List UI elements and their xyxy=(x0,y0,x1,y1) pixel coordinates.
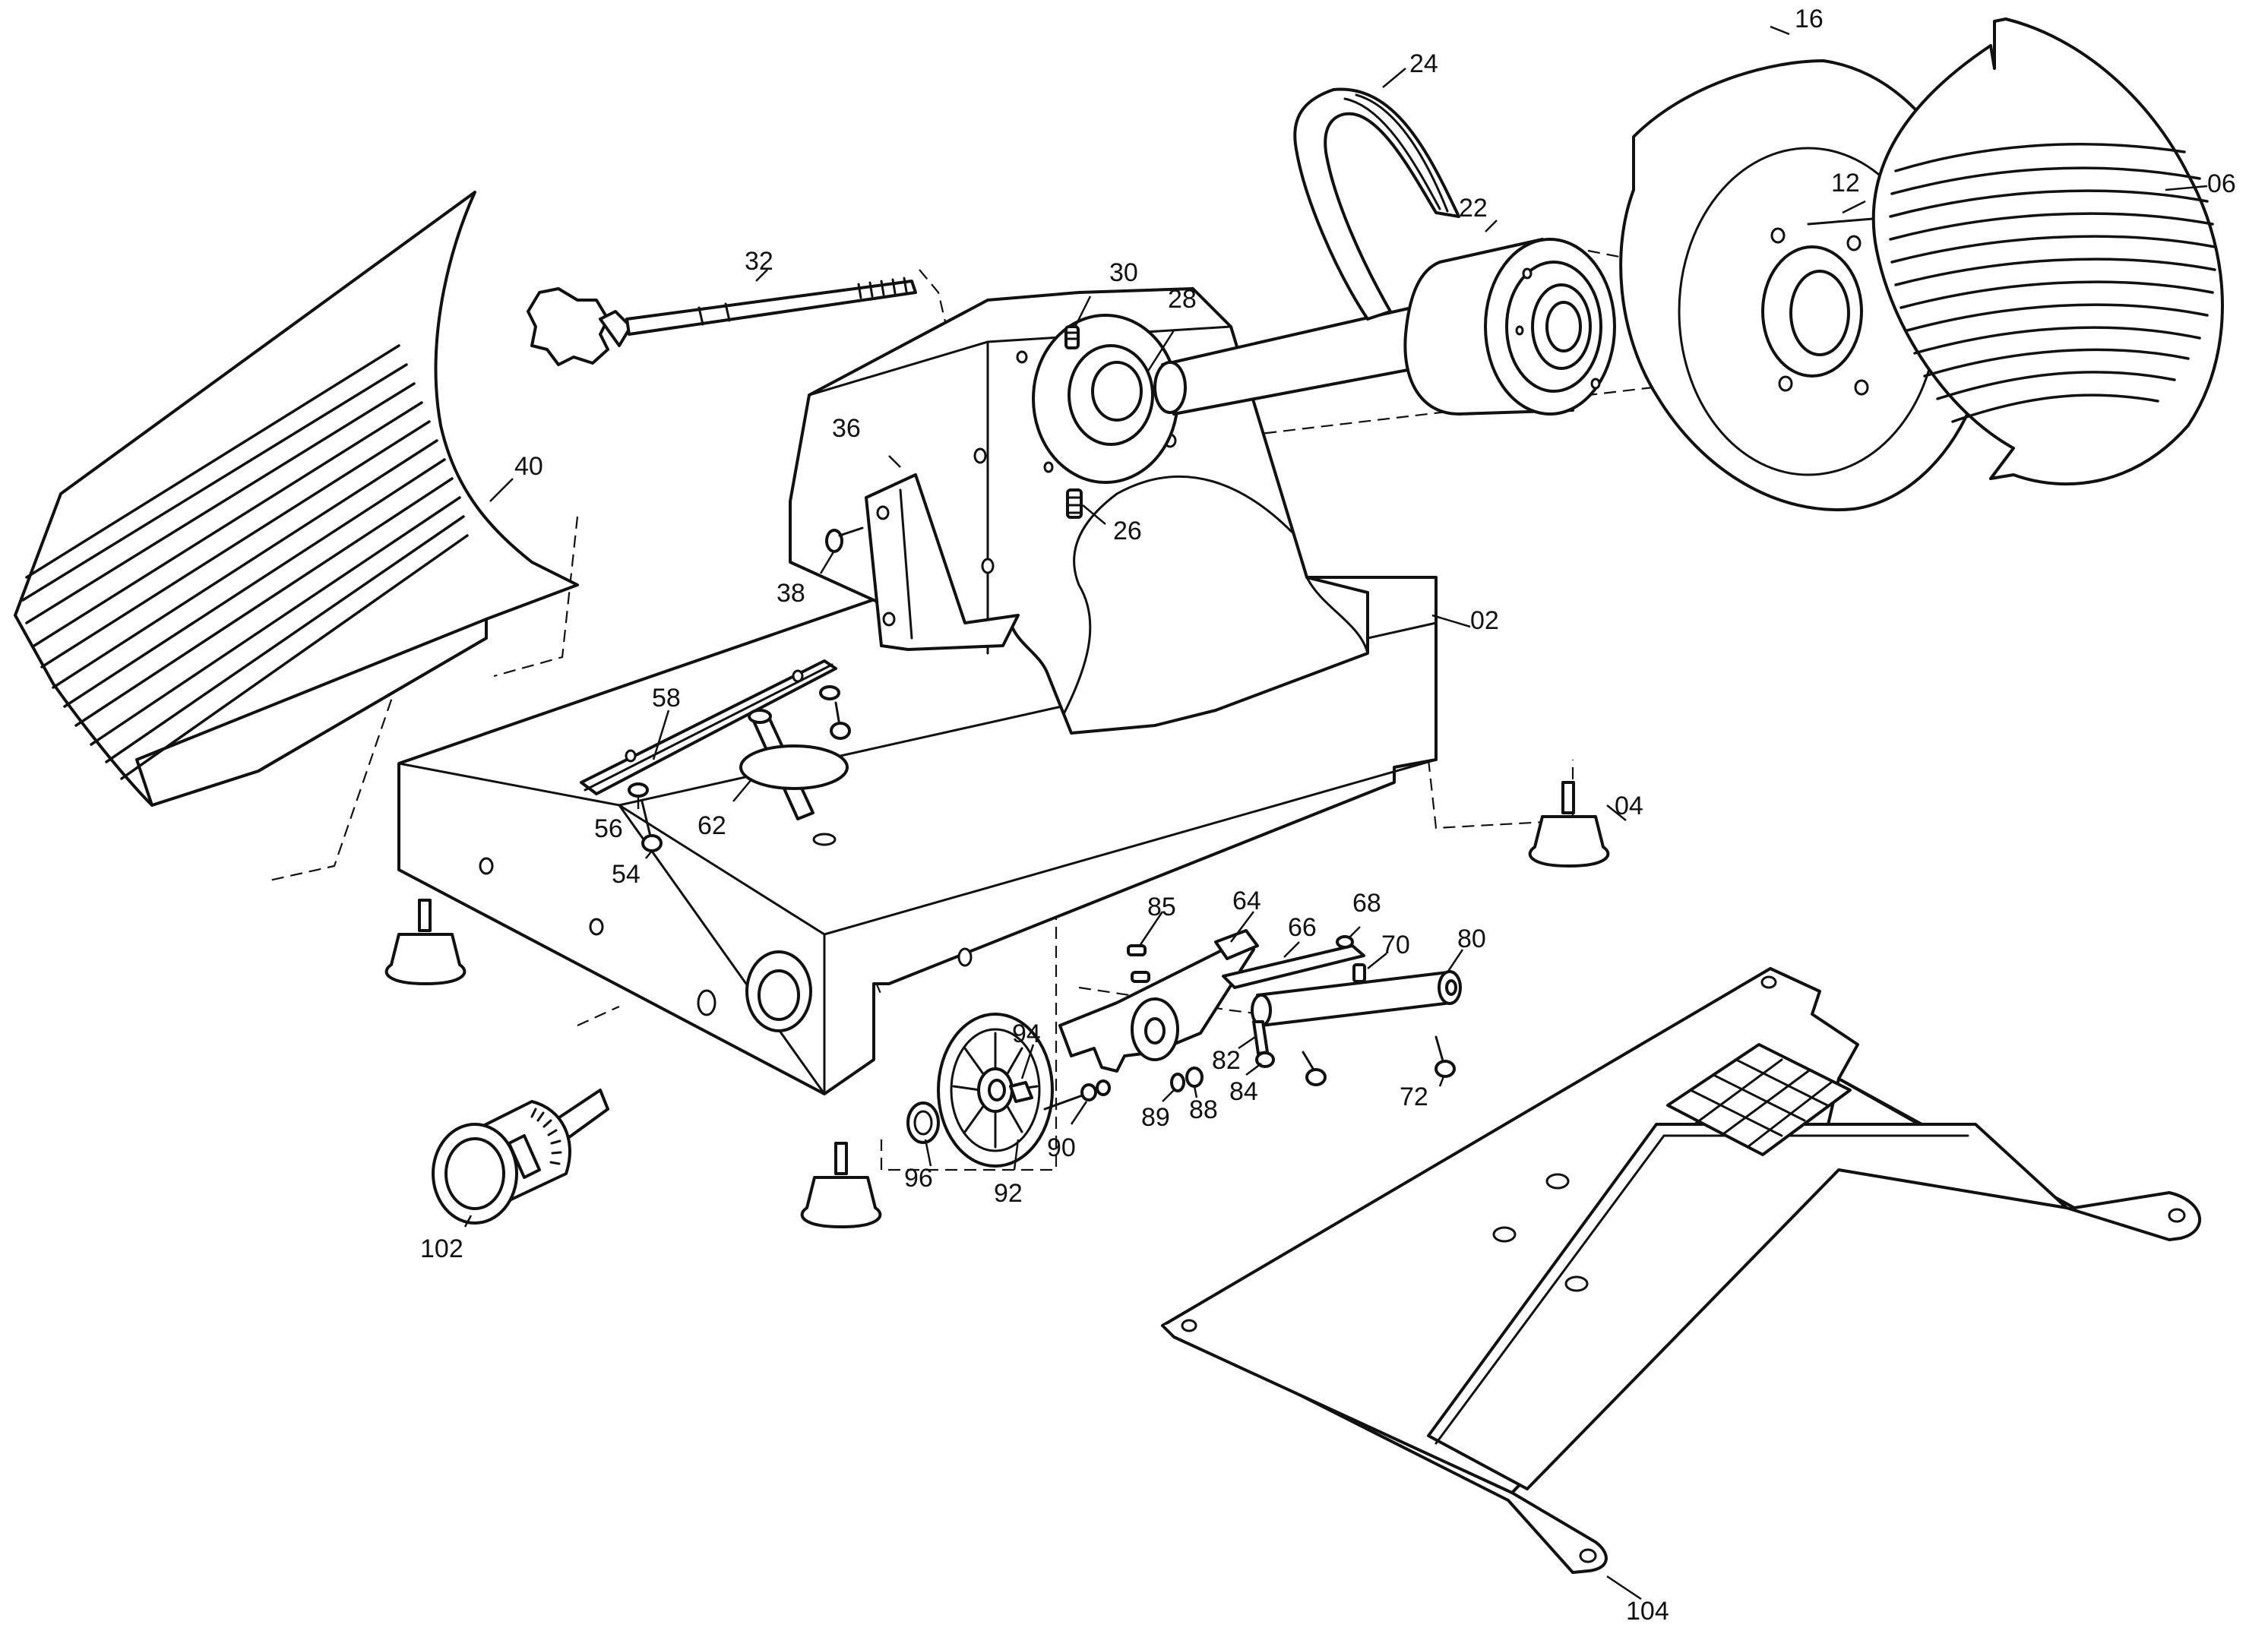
spring-70 xyxy=(1352,963,1366,983)
dial-scale xyxy=(530,1108,562,1165)
label-96: 96 xyxy=(904,1164,933,1193)
label-30: 30 xyxy=(1109,258,1138,287)
label-04: 04 xyxy=(1615,792,1643,820)
label-06: 06 xyxy=(2207,169,2236,198)
grid-window-lines xyxy=(1689,1058,1833,1149)
label-66: 66 xyxy=(1288,913,1317,942)
left-guard-40 xyxy=(14,191,579,807)
label-58: 58 xyxy=(652,684,681,713)
label-16: 16 xyxy=(1795,5,1824,33)
label-70: 70 xyxy=(1381,931,1410,959)
blade-16 xyxy=(1619,59,1988,512)
label-32: 32 xyxy=(745,247,773,276)
foot-front xyxy=(800,1142,882,1228)
screw-90 xyxy=(1043,1079,1111,1111)
springs-85 xyxy=(1127,944,1150,983)
label-90: 90 xyxy=(1047,1133,1076,1162)
foot-left xyxy=(384,899,467,985)
dial-knob-102 xyxy=(432,1089,609,1225)
screw-pair-plate xyxy=(819,685,851,740)
bracket-36 xyxy=(865,473,1020,651)
ring-96 xyxy=(906,1101,940,1144)
label-36: 36 xyxy=(832,414,861,443)
label-68: 68 xyxy=(1352,889,1381,918)
label-40: 40 xyxy=(514,452,543,481)
rod-threads xyxy=(857,277,908,299)
right-guard-grooves xyxy=(1889,143,2216,423)
label-22: 22 xyxy=(1459,194,1488,223)
label-72: 72 xyxy=(1400,1082,1428,1111)
label-62: 62 xyxy=(697,811,726,840)
screw-72 xyxy=(1435,1035,1456,1078)
label-85: 85 xyxy=(1147,893,1176,921)
spring-30 xyxy=(1064,325,1080,349)
label-38: 38 xyxy=(777,579,805,608)
label-82: 82 xyxy=(1212,1046,1241,1075)
belt-24 xyxy=(1293,87,1460,321)
label-84: 84 xyxy=(1229,1077,1258,1106)
label-88: 88 xyxy=(1189,1095,1218,1124)
label-26: 26 xyxy=(1113,517,1142,545)
base-plate-104 xyxy=(1161,967,2202,1574)
label-64: 64 xyxy=(1232,887,1261,915)
washer-88 xyxy=(1185,1067,1204,1088)
plate-66 xyxy=(1222,944,1365,989)
spring-26 xyxy=(1066,488,1083,519)
label-94: 94 xyxy=(1012,1019,1041,1048)
label-54: 54 xyxy=(612,860,641,889)
lever-64 xyxy=(1058,929,1259,1073)
label-104: 104 xyxy=(1626,1597,1669,1626)
label-80: 80 xyxy=(1457,924,1486,953)
left-guard-grooves xyxy=(21,344,469,780)
label-102: 102 xyxy=(420,1234,463,1263)
screw-cross xyxy=(1302,1051,1327,1086)
label-89: 89 xyxy=(1141,1103,1170,1132)
right-guard-06 xyxy=(1871,17,2224,486)
knob-rod-32 xyxy=(527,277,917,366)
label-02: 02 xyxy=(1470,606,1499,635)
part-labels: 02 04 06 12 16 22 24 26 28 30 32 36 38 4… xyxy=(420,5,2236,1626)
leader-lines xyxy=(463,25,2208,1601)
motor-22 xyxy=(1153,238,1616,416)
washer-56 xyxy=(628,782,649,798)
label-12: 12 xyxy=(1831,169,1860,198)
washer-89 xyxy=(1170,1073,1185,1092)
handwheel-92 xyxy=(937,1013,1054,1168)
label-24: 24 xyxy=(1409,49,1438,78)
plate-58 xyxy=(580,659,837,795)
label-56: 56 xyxy=(594,814,623,843)
label-92: 92 xyxy=(994,1179,1023,1208)
foot-04-right xyxy=(1528,781,1610,868)
nut-68 xyxy=(1336,935,1354,949)
shaft-62 xyxy=(739,709,849,820)
label-28: 28 xyxy=(1168,285,1197,314)
